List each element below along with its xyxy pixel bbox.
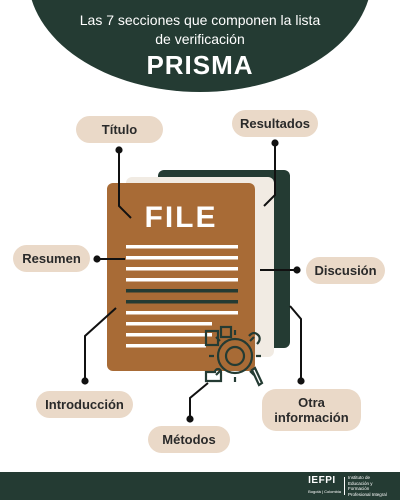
header-subtitle: Las 7 secciones que componen la lista de…: [60, 11, 340, 49]
logo-brand: IEFPI Bogotá | Colombia: [308, 475, 341, 497]
logo-brand-name: IEFPI: [308, 475, 336, 486]
section-discusion: Discusión: [306, 257, 385, 284]
section-resumen: Resumen: [13, 245, 90, 272]
institute-line3: Profesional Integral: [348, 491, 387, 497]
section-titulo: Título: [76, 116, 163, 143]
logo-institute-text: Instituto de Educación y Formación Profe…: [348, 475, 394, 497]
logo-brand-location: Bogotá | Colombia: [308, 489, 341, 494]
section-otra-informacion: Otra información: [262, 389, 361, 431]
connector-dots: [81, 139, 305, 423]
institute-line1: Instituto de: [348, 475, 371, 480]
logo-separator: [344, 477, 345, 495]
section-introduccion: Introducción: [36, 391, 133, 418]
iefpi-logo: IEFPI Bogotá | Colombia Instituto de Edu…: [308, 475, 394, 497]
section-resultados: Resultados: [232, 110, 318, 137]
document-text-lines: [126, 245, 238, 348]
section-otra-line1: Otra: [298, 395, 325, 410]
section-otra-line2: información: [274, 410, 349, 425]
institute-line2: Educación y Formación: [348, 480, 373, 492]
footer-bar: IEFPI Bogotá | Colombia Instituto de Edu…: [0, 472, 400, 500]
connector-lines: [84, 143, 302, 419]
page-title: PRISMA: [146, 50, 254, 80]
gear-puzzle-icon: [204, 325, 264, 387]
section-metodos: Métodos: [148, 426, 230, 453]
header-subtitle-line1: Las 7 secciones que componen la lista: [79, 12, 321, 28]
header-subtitle-line2: de verificación: [155, 31, 245, 47]
document-file-label: FILE: [145, 201, 218, 234]
